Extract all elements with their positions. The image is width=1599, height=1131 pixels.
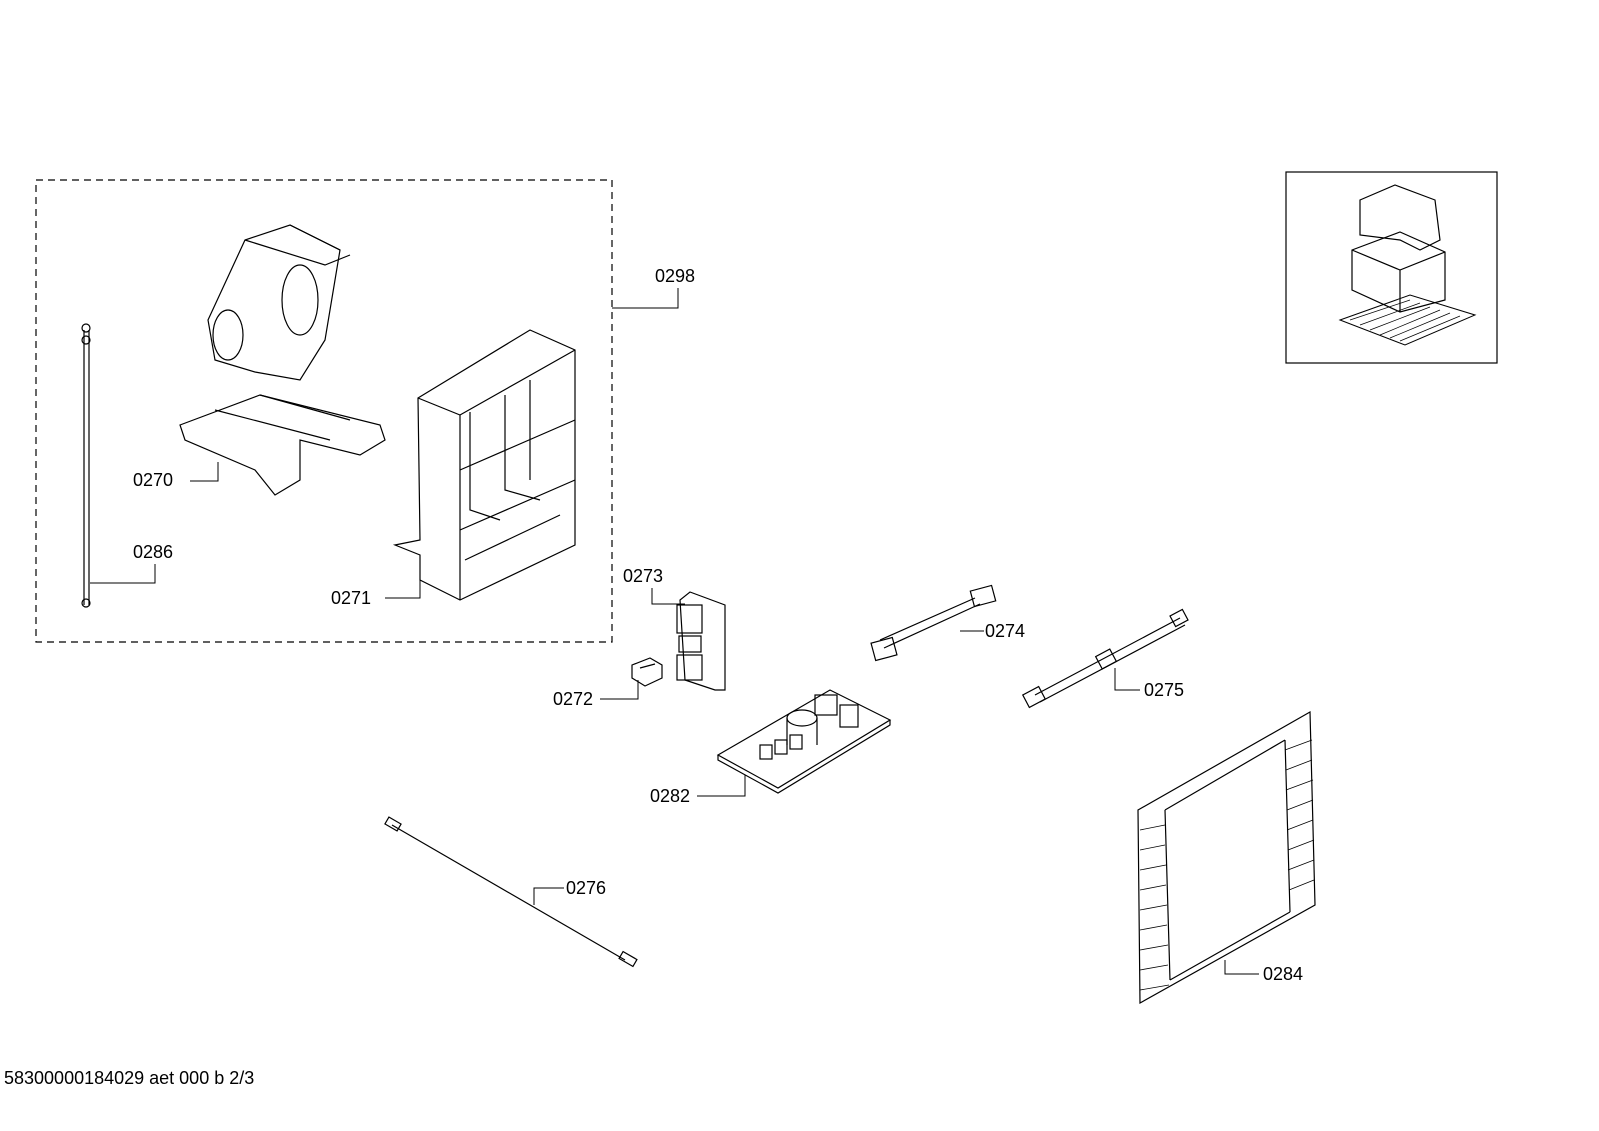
label-0284: 0284 [1263, 964, 1304, 984]
part-0284-grille [1137, 710, 1316, 1005]
label-0272: 0272 [553, 689, 594, 709]
label-0274: 0274 [985, 621, 1026, 641]
label-0276: 0276 [566, 878, 607, 898]
overview-inset [1285, 171, 1498, 364]
label-0275: 0275 [1144, 680, 1185, 700]
part-0282-pcb [716, 689, 892, 794]
part-0271-frame [392, 329, 576, 601]
label-0271: 0271 [331, 588, 372, 608]
label-0286: 0286 [133, 542, 174, 562]
document-footer-id: 58300000184029 aet 000 b 2/3 [4, 1068, 255, 1088]
part-0272-clip [631, 657, 663, 687]
part-0286-rod [81, 323, 91, 608]
part-0273-relay-board [676, 591, 726, 691]
part-0275-cable [1021, 608, 1189, 709]
label-0270: 0270 [133, 470, 174, 490]
label-0273: 0273 [623, 566, 664, 586]
label-0282: 0282 [650, 786, 691, 806]
assembly-group-box [35, 179, 613, 643]
leader-lines [90, 288, 1259, 975]
part-0276-wire [384, 816, 638, 968]
part-0274-cable [870, 584, 997, 662]
label-0298: 0298 [655, 266, 696, 286]
part-0270-bracket [179, 224, 386, 496]
